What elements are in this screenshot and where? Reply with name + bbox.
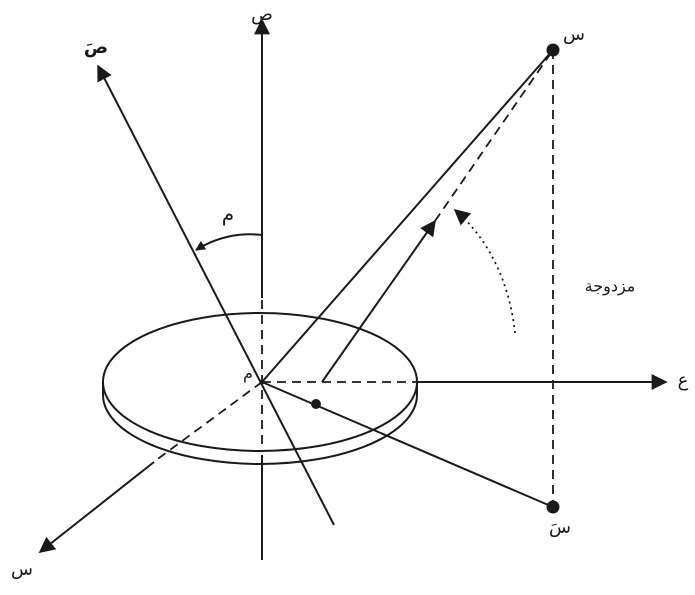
- top-point: [546, 43, 560, 57]
- label-angle: م: [222, 202, 234, 226]
- line-origin-to-top-point: [261, 49, 554, 383]
- disc-point: [311, 399, 321, 409]
- bottom-left-axis: [38, 461, 155, 553]
- tilted-axis: [97, 64, 335, 526]
- label-axis-tilted: صَ: [84, 37, 108, 58]
- bottom-point: [546, 500, 560, 514]
- label-couple: مزدوجة: [585, 277, 636, 297]
- label-axis-bottom-left: س: [11, 559, 33, 580]
- angle-arc: [195, 233, 263, 251]
- disc-bottom-arc: [102, 394, 418, 465]
- label-axis-right: ع: [678, 370, 689, 391]
- disc-top-back-arc: [102, 312, 418, 383]
- disc: [102, 312, 418, 465]
- bottom-left-axis-dashed: [154, 381, 263, 462]
- force-arrow: [321, 219, 436, 383]
- origin-point: [259, 379, 265, 385]
- label-point-bottom: سَ: [549, 517, 571, 538]
- rotation-arrow: [453, 208, 516, 334]
- label-point-top: س: [563, 24, 585, 45]
- disc-top-front-arc: [102, 381, 418, 452]
- label-axis-vertical: ص: [251, 4, 273, 25]
- line-origin-to-bottom-point: [261, 381, 554, 508]
- force-line-extension: [434, 49, 554, 222]
- label-origin: م: [243, 364, 253, 383]
